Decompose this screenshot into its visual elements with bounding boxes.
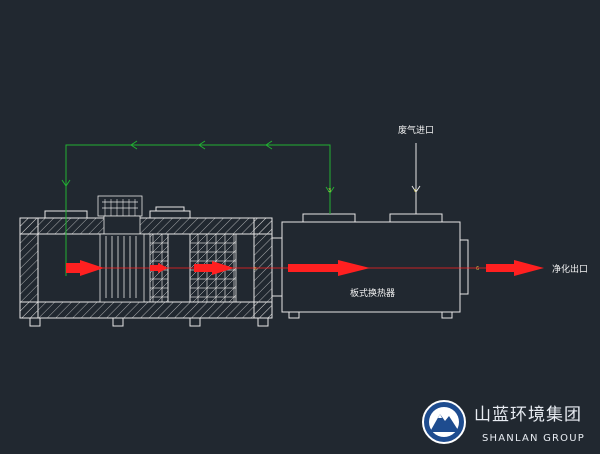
- electric-heater: [97, 195, 145, 303]
- return-arrow: [198, 140, 206, 150]
- inlet-arrow: [411, 185, 421, 193]
- return-arrow: [265, 140, 273, 150]
- return-duct-line: [65, 144, 331, 276]
- top-flange-right: [149, 210, 191, 219]
- brand-name-zh: 山蓝环境集团: [474, 405, 582, 425]
- plate-heat-exchanger: [271, 213, 469, 319]
- heat-exchanger-top-port-right: [389, 213, 443, 223]
- top-wall-insulation: [19, 217, 273, 235]
- return-arrow: [61, 179, 71, 187]
- foot: [257, 317, 269, 327]
- top-flange-right-cap: [155, 206, 185, 212]
- return-arrow: [130, 140, 138, 150]
- heater-terminal-box: [97, 195, 143, 217]
- flow-marker: s: [254, 266, 257, 272]
- flow-marker: 6: [476, 266, 479, 272]
- foot: [441, 311, 453, 319]
- inlet-label: 废气进口: [398, 124, 434, 136]
- brand-logo: [422, 400, 466, 444]
- foot: [288, 311, 300, 319]
- flow-arrow: [150, 263, 168, 273]
- foot: [29, 317, 41, 327]
- return-duct: [61, 140, 335, 276]
- flow-marker: c: [414, 188, 417, 194]
- flow-arrow: [288, 260, 370, 276]
- foot: [189, 317, 201, 327]
- flow-arrow: [194, 261, 234, 275]
- outlet-label: 净化出口: [552, 263, 588, 275]
- heat-exchanger-outlet-flange: [459, 239, 469, 295]
- flow-marker: 3: [328, 188, 331, 194]
- flow-markers: 3 c s 6: [254, 188, 479, 272]
- heat-exchanger-inlet-flange: [271, 237, 283, 297]
- gas-flow: [66, 260, 544, 276]
- foot: [112, 317, 124, 327]
- return-arrow: [325, 186, 335, 194]
- flow-arrow: [486, 260, 544, 276]
- inlet-duct: [411, 143, 421, 214]
- heat-exchanger-top-port-left: [302, 213, 356, 223]
- brand-name-en: SHANLAN GROUP: [482, 433, 585, 444]
- bottom-wall-insulation: [19, 301, 273, 319]
- flow-arrow: [66, 260, 104, 276]
- heat-exchanger-label: 板式换热器: [350, 287, 395, 299]
